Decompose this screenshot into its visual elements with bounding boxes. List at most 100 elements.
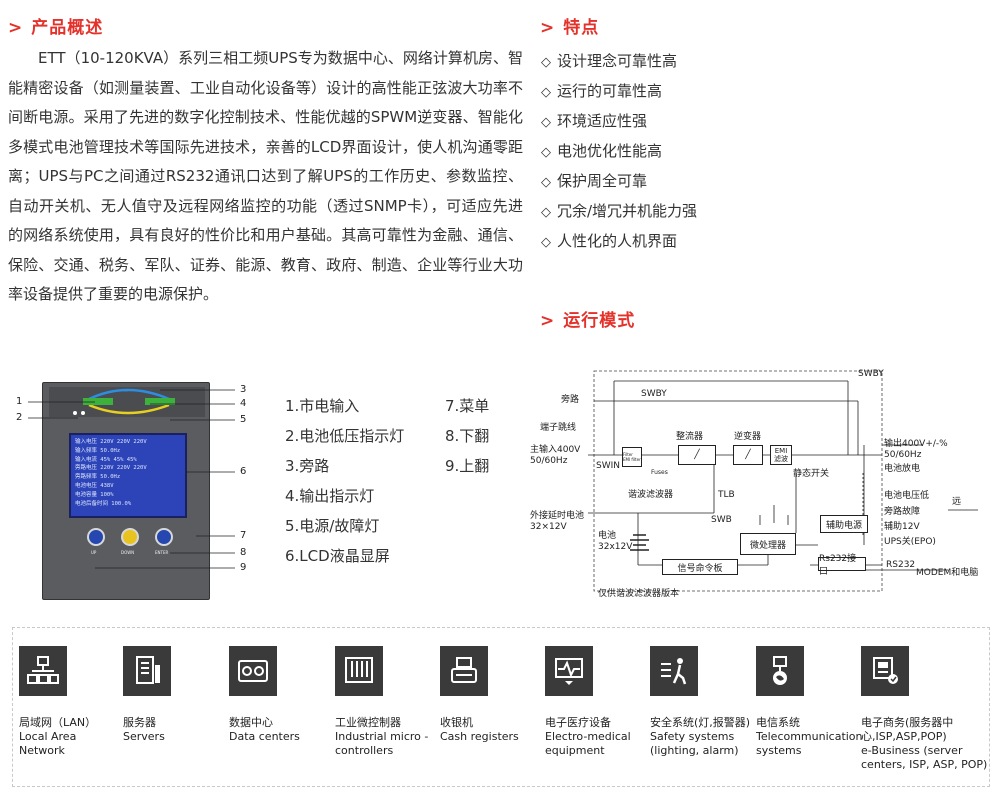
callout-6: 6 [240,466,247,477]
diamond-icon: ◇ [541,145,551,160]
data-center-icon [229,646,277,696]
operation-mode-diagram: SWBY SWBY 旁路 端子跳线 主输入400V 50/60Hz SWIN F… [528,365,988,605]
status-signal: 辅助12V [884,522,920,532]
callout-lines [28,389,235,569]
chevron-right-icon: > [8,18,24,38]
legend-item: 8.下翻 [445,427,490,445]
application-item: 电子商务(服务器中心,ISP,ASP,POP)e-Business (serve… [861,646,989,772]
main-input-label: 主输入400V [530,445,581,455]
application-item: 安全系统(灯,报警器)Safety systems (lighting, ala… [650,646,755,758]
swby-label: SWBY [641,389,667,399]
server-icon [123,646,171,696]
rs232-label: RS232 [886,560,916,570]
external-battery-label: 外接延时电池 [530,511,585,521]
legend-item: 4.输出指示灯 [285,487,375,505]
callout-1: 1 [16,396,23,407]
operation-mode-heading: >运行模式 [540,311,636,331]
battery-discharge-label: 电池放电 [884,464,921,474]
aux-power-block: 辅助电源 [820,515,868,533]
output-frequency: 50/60Hz [884,450,922,460]
bypass-label: 旁路 [561,395,580,405]
application-label: 电子商务(服务器中心,ISP,ASP,POP)e-Business (serve… [861,716,988,771]
signal-board-block: 信号命令板 [662,559,738,575]
application-label: 局域网（LAN）Local Area Network [19,716,97,757]
enter-button[interactable] [155,528,173,546]
fuses-label: Fuses [651,469,668,476]
swin-label: SWIN [596,461,620,471]
chevron-right-icon: > [540,18,556,38]
swby-top-label: SWBY [858,369,884,379]
legend-item: 2.电池低压指示灯 [285,427,405,445]
diamond-icon: ◇ [541,85,551,100]
industrial-controller-icon [335,646,383,696]
output-label: 输出400V+/-% [884,439,948,449]
battery-label: 电池 [598,531,617,541]
legend-item: 7.菜单 [445,397,490,415]
callout-3: 3 [240,384,247,395]
feature-item: ◇保护周全可靠 [541,172,648,190]
chevron-right-icon: > [540,311,556,331]
status-signal: 电池电压低 [884,491,930,501]
harmonic-filter-label: 谐波滤波器 [628,490,674,500]
inverter-block: ╱ [733,445,763,465]
features-heading: >特点 [540,18,600,38]
battery-spec: 32x12V [598,542,633,552]
lcd-display: 输入电压 220V 220V 220V 输入频率 50.0Hz 输入电流 45%… [69,433,187,518]
tlb-label: TLB [718,490,735,500]
application-item: 局域网（LAN）Local Area Network [19,646,124,758]
callout-5: 5 [240,414,247,425]
callout-9: 9 [240,562,247,573]
legend-item: 3.旁路 [285,457,330,475]
swb-label: SWB [711,515,732,525]
application-label: 安全系统(灯,报警器)Safety systems (lighting, ala… [650,716,751,757]
enter-button-label: ENTER [155,550,169,555]
legend-item: 9.上翻 [445,457,490,475]
features-list: ◇设计理念可靠性高 ◇运行的可靠性高 ◇环境适应性强 ◇电池优化性能高 ◇保护周… [541,46,697,256]
diagram-note: 仅供谐波滤波器版本 [598,589,680,599]
down-button-label: DOWN [121,550,135,555]
legend-item: 6.LCD液晶显屏 [285,547,390,565]
lan-icon [19,646,67,696]
terminal-jumper-label: 端子跳线 [540,423,577,433]
inverter-label: 逆变器 [734,432,762,442]
feature-item: ◇设计理念可靠性高 [541,52,678,70]
status-signal: 旁路故障 [884,507,921,517]
overview-heading: >产品概述 [8,18,104,38]
microprocessor-block: 微处理器 [740,533,796,555]
main-input-frequency: 50/60Hz [530,456,568,466]
ups-front-panel: 输入电压 220V 220V 220V 输入频率 50.0Hz 输入电流 45%… [42,382,210,600]
safety-system-icon [650,646,698,696]
diamond-icon: ◇ [541,235,551,250]
rectifier-label: 整流器 [676,432,704,442]
modem-label: MODEM和电脑 [916,568,979,578]
legend-item: 5.电源/故障灯 [285,517,380,535]
callout-8: 8 [240,547,247,558]
rs232-port-block: Rs232接口 [818,554,866,577]
down-button[interactable] [121,528,139,546]
ebusiness-icon [861,646,909,696]
legend-item: 1.市电输入 [285,397,360,415]
feature-item: ◇冗余/增冗并机能力强 [541,202,698,220]
diamond-icon: ◇ [541,175,551,190]
cash-register-icon [440,646,488,696]
external-battery-spec: 32×12V [530,522,567,532]
diamond-icon: ◇ [541,55,551,70]
status-indicators-icon [73,388,175,415]
up-button-label: UP [91,550,97,555]
diamond-icon: ◇ [541,205,551,220]
static-switch-label: 静态开关 [793,469,830,479]
up-button[interactable] [87,528,105,546]
rectifier-block: ╱ [678,445,716,465]
